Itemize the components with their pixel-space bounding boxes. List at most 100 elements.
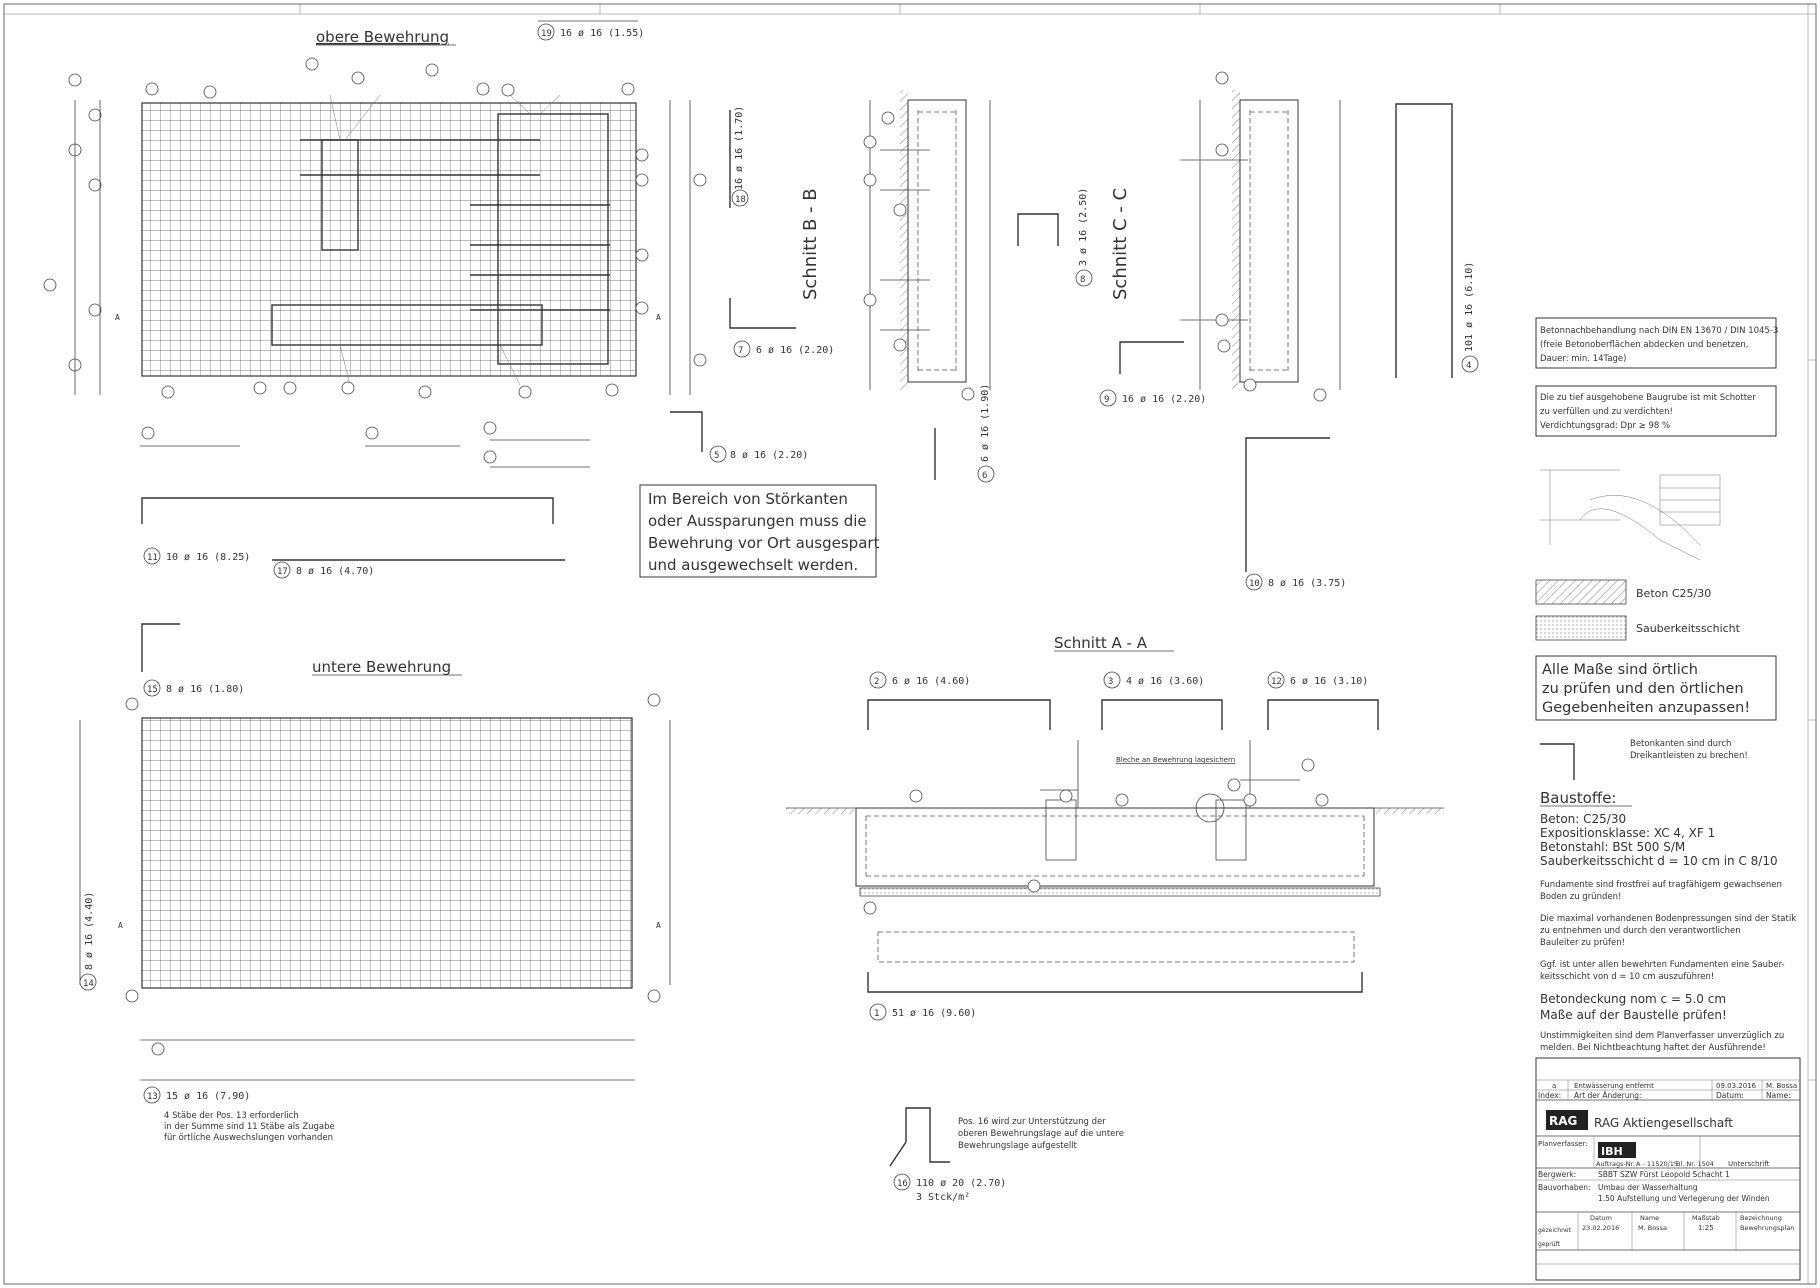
note-line-1: Im Bereich von Störkanten [648, 490, 848, 508]
header-name: Name: [1766, 1091, 1791, 1100]
top-bar-markers [43, 57, 707, 464]
bar-2-label: 6 ø 16 (4.60) [892, 676, 970, 687]
svg-text:10: 10 [1249, 579, 1260, 589]
header-change: Art der Änderung: [1574, 1091, 1642, 1100]
bar-13-label: 15 ø 16 (7.90) [166, 1091, 250, 1102]
note-found-2: Boden zu gründen! [1540, 892, 1621, 902]
note-check-2: zu prüfen und den örtlichen [1542, 681, 1744, 697]
note-gravel-2: zu verfüllen und zu verdichten! [1540, 407, 1673, 417]
svg-text:Bleche an Bewehrung lagesicher: Bleche an Bewehrung lagesichern [1116, 756, 1235, 764]
bauvorhaben-label: Bauvorhaben: [1538, 1183, 1590, 1192]
bar-19-label: 16 ø 16 (1.55) [560, 28, 644, 39]
legend-beton-swatch [1535, 579, 1627, 605]
note-box [639, 484, 877, 578]
bar-16-label: 110 ø 20 (2.70) [916, 1178, 1006, 1189]
bb-markers [863, 111, 975, 401]
note-curing-1: Betonnachbehandlung nach DIN EN 13670 / … [1540, 326, 1778, 336]
note-press-1: Die maximal vorhandenen Bodenpressungen … [1540, 914, 1796, 924]
svg-text:13: 13 [147, 1092, 158, 1102]
note-16-line-2: oberen Bewehrungslage auf die untere [958, 1129, 1124, 1139]
bar-3-label: 4 ø 16 (3.60) [1126, 676, 1204, 687]
note-found-1: Fundamente sind frostfrei auf tragfähige… [1540, 880, 1782, 890]
rev-text: Entwässerung entfernt [1574, 1082, 1654, 1090]
note-16-line-1: Pos. 16 wird zur Unterstützung der [958, 1117, 1106, 1127]
unterschrift: Unterschrift [1728, 1160, 1770, 1168]
note-16-line-3: Bewehrungslage aufgestellt [958, 1141, 1078, 1151]
massstab: 1:25 [1698, 1224, 1714, 1232]
note-check-3: Gegebenheiten anzupassen! [1542, 700, 1750, 716]
title-schnitt-bb: Schnitt B - B [800, 188, 821, 300]
bar-12-label: 6 ø 16 (3.10) [1290, 676, 1368, 687]
note-edge-2: Dreikantleisten zu brechen! [1630, 751, 1748, 761]
auftrag-nr: A - 11520/15 [1636, 1160, 1678, 1168]
cc-markers [1215, 71, 1327, 402]
baustoffe-stahl: Betonstahl: BSt 500 S/M [1540, 840, 1685, 854]
bar-17-label: 8 ø 16 (4.70) [296, 566, 374, 577]
bezeichnung: Bewehrungsplan [1740, 1224, 1794, 1232]
bergwerk: SBBT SZW Fürst Leopold Schacht 1 [1598, 1170, 1730, 1179]
header-date: Datum: [1716, 1091, 1744, 1100]
bottom-mesh-plan [141, 717, 633, 989]
bar-1-label: 51 ø 16 (9.60) [892, 1008, 976, 1019]
bar-7-label: 6 ø 16 (2.20) [756, 345, 834, 356]
rev-name: M. Bossa [1766, 1082, 1797, 1090]
rev-index: a [1552, 1082, 1556, 1090]
blatt-nr: Bl. Nr. 1504 [1676, 1160, 1714, 1168]
section-aa-foundation [855, 807, 1375, 887]
bar-18-label: 16 ø 16 (1.70) [734, 106, 745, 190]
svg-text:9: 9 [1104, 395, 1109, 405]
note-curing-2: (freie Betonoberflächen abdecken und ben… [1540, 340, 1748, 350]
svg-text:18: 18 [735, 195, 746, 205]
svg-text:15: 15 [147, 685, 158, 695]
svg-text:6: 6 [982, 471, 987, 481]
svg-text:A: A [118, 921, 123, 930]
bar-15-label: 8 ø 16 (1.80) [166, 684, 244, 695]
legend-beton-label: Beton C25/30 [1636, 587, 1711, 600]
datum: 23.02.2016 [1582, 1224, 1619, 1232]
title-schnitt-aa: Schnitt A - A [1054, 634, 1148, 652]
note-edge-1: Betonkanten sind durch [1630, 739, 1731, 749]
title-untere: untere Bewehrung [312, 658, 451, 676]
note-gravel-1: Die zu tief ausgehobene Baugrube ist mit… [1540, 393, 1756, 403]
ibh-logo: IBH [1601, 1145, 1623, 1158]
note-unst-1: Unstimmigkeiten sind dem Planverfasser u… [1540, 1031, 1784, 1041]
bar-6-label: 6 ø 16 (1.90) [980, 384, 991, 462]
auftrag-label: Auftrags-Nr. [1596, 1160, 1635, 1168]
svg-text:1: 1 [874, 1009, 879, 1019]
bar-4-label: 101 ø 16 (6.10) [1464, 262, 1475, 352]
svg-text:8: 8 [1080, 275, 1085, 285]
baustoffe-exposition: Expositionsklasse: XC 4, XF 1 [1540, 826, 1715, 840]
legend-sauber-swatch [1535, 615, 1627, 641]
rev-date: 09.03.2016 [1716, 1082, 1757, 1090]
note-ggf-2: keitsschicht von d = 10 cm auszuführen! [1540, 972, 1714, 982]
sheet-frame [3, 3, 1817, 1285]
bar-10-label: 8 ø 16 (3.75) [1268, 578, 1346, 589]
svg-text:A: A [656, 313, 661, 322]
title-obere: obere Bewehrung [316, 28, 449, 46]
svg-text:19: 19 [541, 29, 552, 39]
bar-9-label: 16 ø 16 (2.20) [1122, 394, 1206, 405]
note-line-4: und ausgewechselt werden. [648, 556, 858, 574]
bottom-bar-markers [125, 693, 661, 1056]
bar-8-label: 3 ø 16 (2.50) [1078, 188, 1089, 266]
baustoffe-beton: Beton: C25/30 [1540, 812, 1626, 826]
bezeichnung-label: Bezeichnung [1740, 1214, 1782, 1222]
baustoffe-title: Baustoffe: [1540, 789, 1616, 807]
svg-text:12: 12 [1271, 677, 1282, 687]
bar-14-label: 8 ø 16 (4.40) [84, 892, 95, 970]
note-curing-3: Dauer: min. 14Tage) [1540, 354, 1626, 364]
bauvorhaben-1: Umbau der Wasserhaltung [1598, 1183, 1698, 1192]
svg-text:16: 16 [897, 1179, 908, 1189]
header-index: Index: [1538, 1091, 1561, 1100]
note-ggf-1: Ggf. ist unter allen bewehrten Fundament… [1540, 960, 1785, 970]
svg-text:11: 11 [147, 553, 158, 563]
baustoffe-sauber: Sauberkeitsschicht d = 10 cm in C 8/10 [1540, 854, 1778, 868]
svg-text:14: 14 [83, 979, 94, 989]
bar-5-label: 8 ø 16 (2.20) [730, 450, 808, 461]
gezeichnet: gezeichnet [1538, 1227, 1572, 1234]
massstab-label: Maßstab [1692, 1214, 1720, 1222]
legend-sauber-label: Sauberkeitsschicht [1636, 622, 1741, 635]
note-line-3: Bewehrung vor Ort ausgespart [648, 534, 880, 552]
note-check-1: Alle Maße sind örtlich [1542, 662, 1698, 678]
